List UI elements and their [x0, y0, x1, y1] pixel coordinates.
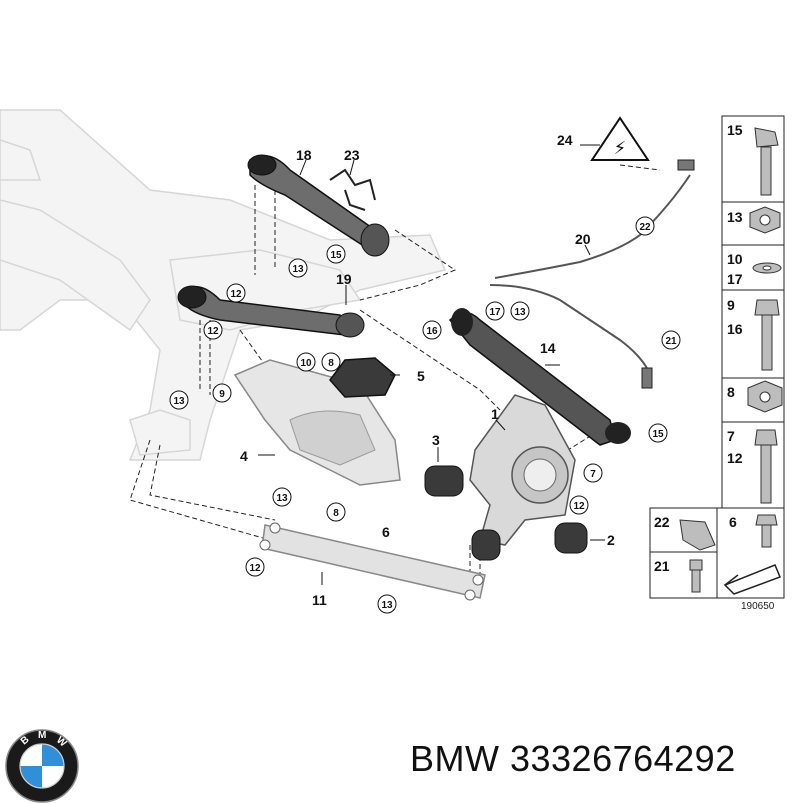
label-part-22: 22: [639, 222, 651, 233]
label-part-11: 11: [312, 592, 327, 608]
legend-8: 8: [727, 384, 735, 400]
subframe-drawing: [0, 109, 447, 461]
label-part-17: 17: [489, 307, 501, 318]
label-part-16: 16: [426, 326, 438, 337]
label-part-15-upper: 15: [330, 250, 342, 261]
leader-lines: [258, 144, 605, 585]
label-part-14: 14: [540, 340, 556, 356]
circled-part-labels: [169, 216, 681, 614]
label-part-9: 9: [219, 389, 225, 400]
label-part-12-upper: 12: [230, 289, 242, 300]
label-part-19: 19: [336, 271, 352, 287]
label-part-23: 23: [344, 147, 360, 163]
label-part-12-lower: 12: [249, 563, 261, 574]
control-arm-19: [177, 285, 365, 338]
bushing-3: [424, 465, 464, 497]
legend-16: 16: [727, 321, 743, 337]
drawing-id: 190650: [741, 601, 775, 612]
label-part-8-upper: 8: [328, 358, 334, 369]
label-part-13-upper: 13: [292, 264, 304, 275]
part-labels: 18 23 19 24 20 14 5 4 3 1 2 11: [240, 132, 615, 608]
sensor-cable-20: [489, 174, 691, 371]
label-part-2: 2: [607, 532, 615, 548]
label-part-20: 20: [575, 231, 591, 247]
label-part-12-right: 12: [573, 501, 585, 512]
label-part-6: 6: [382, 524, 390, 540]
strut-11: [259, 522, 486, 601]
label-part-5: 5: [417, 368, 425, 384]
label-part-3: 3: [432, 432, 440, 448]
label-part-15-lower: 15: [652, 429, 664, 440]
label-part-7: 7: [590, 469, 596, 480]
legend-12: 12: [727, 450, 743, 466]
part-number-caption: BMW 33326764292: [410, 738, 736, 779]
label-part-24: 24: [557, 132, 573, 148]
legend-7: 7: [727, 428, 735, 444]
label-part-12-left: 12: [207, 326, 219, 337]
sensor-21: [641, 159, 695, 389]
label-part-18: 18: [296, 147, 312, 163]
legend-9: 9: [727, 297, 735, 313]
label-part-8-lower: 8: [333, 508, 339, 519]
legend-15: 15: [727, 122, 743, 138]
warning-symbol-24: ⚡: [590, 116, 650, 161]
label-part-13-bottom: 13: [381, 600, 393, 611]
label-part-13-left: 13: [173, 396, 185, 407]
wheel-carrier-1: [469, 394, 576, 546]
label-part-4: 4: [240, 448, 248, 464]
bushing-2: [471, 522, 588, 561]
legend-6: 6: [729, 514, 737, 530]
circled-part-numbers: 15 13 12 10 8 12 16 17 13 21 22 9 13 15 …: [173, 222, 677, 611]
legend-22: 22: [654, 514, 670, 530]
legend-21: 21: [654, 558, 670, 574]
label-part-1: 1: [491, 406, 499, 422]
fastener-legend: 15 13 10 17 9 16 8 7 12 22 6 21 190650: [649, 115, 785, 612]
label-part-10: 10: [300, 358, 312, 369]
bmw-logo: B M W: [5, 729, 79, 803]
bracket-23: [329, 168, 376, 211]
legend-10: 10: [727, 251, 743, 267]
label-part-13-right: 13: [514, 307, 526, 318]
label-part-13-lower: 13: [276, 493, 288, 504]
label-part-21: 21: [665, 336, 677, 347]
legend-17: 17: [727, 271, 743, 287]
control-arm-18: [247, 154, 390, 257]
control-arm-14: [448, 308, 631, 446]
svg-text:⚡: ⚡: [614, 138, 627, 159]
legend-13: 13: [727, 209, 743, 225]
svg-text:M: M: [38, 730, 46, 741]
